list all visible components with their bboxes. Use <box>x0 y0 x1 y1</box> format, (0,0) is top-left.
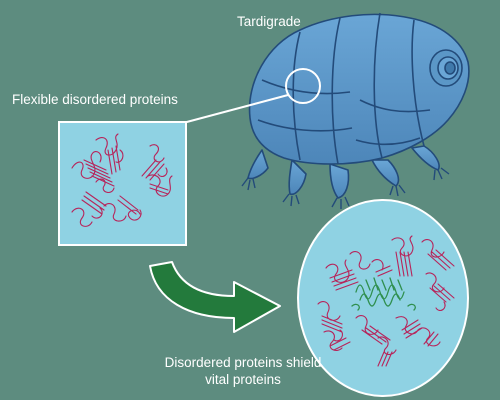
shield-caption: Disordered proteins shield vital protein… <box>118 354 368 388</box>
disordered-protein-clusters-large <box>317 235 455 367</box>
flexible-proteins-label: Flexible disordered proteins <box>12 92 178 107</box>
tardigrade-label: Tardigrade <box>237 14 301 29</box>
shield-caption-line-1: Disordered proteins shield <box>164 355 322 370</box>
curved-arrow-icon <box>149 261 281 333</box>
connector-line <box>182 94 289 124</box>
vital-protein-cluster <box>351 277 416 311</box>
magnify-circle <box>285 68 321 104</box>
tardigrade-body <box>248 13 470 165</box>
disordered-protein-panel <box>58 121 187 246</box>
disordered-protein-clusters-small <box>71 133 173 227</box>
shield-caption-line-2: vital proteins <box>205 372 281 387</box>
tardigrade-illustration <box>241 12 470 209</box>
